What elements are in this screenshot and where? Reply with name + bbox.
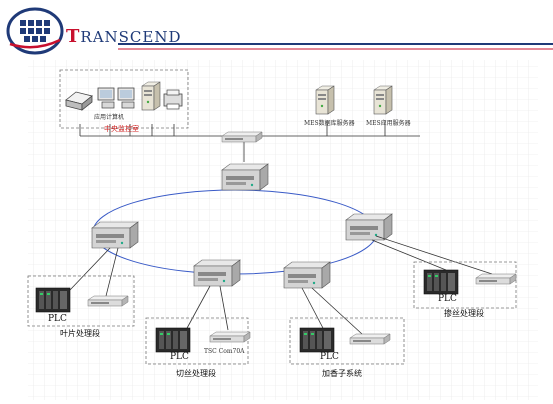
section-label: 叶片处理段	[60, 329, 100, 338]
ring-switch-right	[345, 213, 393, 241]
ring-switch-bottom-center	[193, 259, 241, 287]
plc-icon	[155, 327, 191, 353]
control-room-box	[59, 69, 189, 129]
brand-initial: T	[66, 26, 81, 47]
core-rack-switch	[221, 131, 263, 143]
field-device-icon	[87, 295, 129, 307]
section-label: 切丝处理段	[176, 369, 216, 378]
plc-label: PLC	[438, 294, 457, 304]
section-box-leaf	[27, 275, 135, 327]
control-center-label: 中央监控室	[104, 125, 139, 133]
server-icon	[141, 81, 161, 111]
workstation-icon	[97, 87, 115, 109]
mes-app-server-icon	[373, 85, 393, 115]
control-room-devices	[65, 81, 183, 111]
workstation-icon	[117, 87, 135, 109]
plc-label: PLC	[320, 352, 339, 362]
section-box-flavor	[289, 317, 405, 365]
field-device-icon	[349, 333, 391, 345]
section-box-mix	[413, 261, 517, 309]
drop-cables	[69, 235, 493, 335]
brand-rest: RANSCEND	[80, 28, 182, 46]
plc-icon	[423, 269, 459, 295]
transcend-logo-icon	[6, 7, 64, 55]
plc-label: PLC	[48, 314, 67, 324]
plc-icon	[35, 287, 71, 313]
section-label: 掺丝处理段	[444, 309, 484, 318]
plc-label: PLC	[170, 352, 189, 362]
field-device-icon	[209, 331, 251, 343]
brand-name: TRANSCEND	[66, 26, 182, 47]
mes-db-server-icon	[315, 85, 335, 115]
mes-db-server-label: MES数据库服务器	[304, 120, 355, 127]
printer-icon	[65, 91, 93, 111]
section-box-cut	[145, 317, 249, 365]
header: TRANSCEND	[0, 0, 553, 66]
field-device-icon	[475, 273, 517, 285]
mes-app-server-label: MES应用服务器	[366, 120, 411, 127]
ring-switch-bottom-right	[283, 261, 331, 289]
printer-icon	[163, 89, 183, 110]
section-label: 加香子系统	[322, 369, 362, 378]
plc-icon	[299, 327, 335, 353]
ring-switch-top	[221, 163, 269, 191]
ring-switch-left	[91, 221, 139, 249]
device-model-label: TSC Com70A	[204, 348, 245, 355]
control-device-caption: 应用计算机	[94, 114, 125, 121]
